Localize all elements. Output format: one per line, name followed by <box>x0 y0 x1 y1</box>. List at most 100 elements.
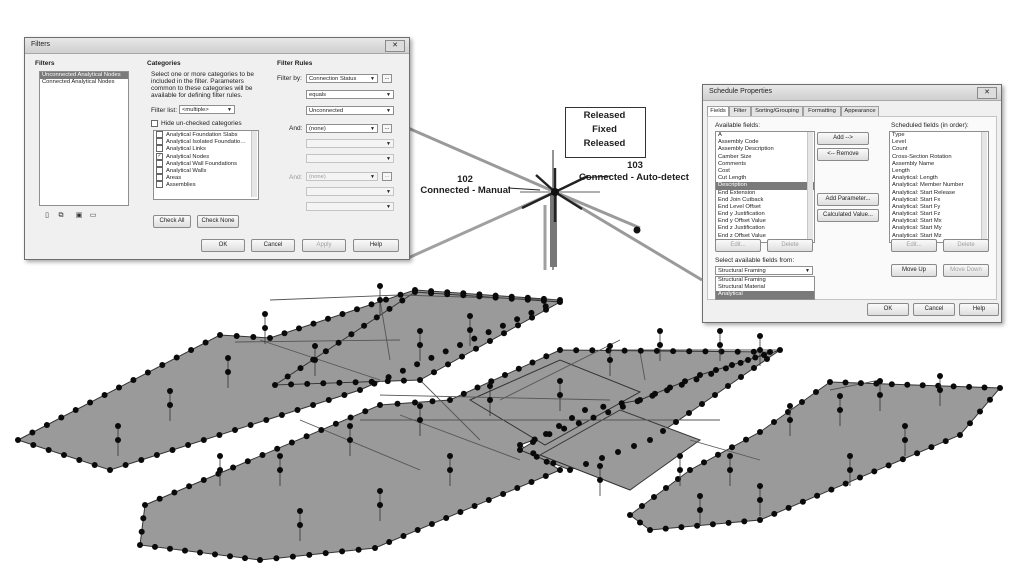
available-field-item[interactable]: End y Offset Value <box>718 218 766 225</box>
cancel-button[interactable]: Cancel <box>913 303 955 316</box>
category-checkbox[interactable] <box>156 181 163 189</box>
category-checkbox[interactable]: ✓ <box>156 152 163 160</box>
filter-by-more-button[interactable]: ... <box>382 74 392 83</box>
edit-scheduled-button[interactable]: Edit... <box>891 239 937 252</box>
available-field-item[interactable]: Description <box>716 182 814 190</box>
and-1-operator-dropdown[interactable]: ▼ <box>306 139 394 148</box>
select-from-dropdown[interactable]: Structural Framing▼ <box>715 266 813 275</box>
close-icon[interactable]: ✕ <box>977 87 997 99</box>
available-fields-scrollbar[interactable] <box>807 132 813 240</box>
scheduled-field-item[interactable]: Analytical: Member Number <box>892 182 964 189</box>
add-field-button[interactable]: Add --> <box>817 132 869 145</box>
delete-filter-icon[interactable]: ▭ <box>89 212 97 219</box>
and-2-value-dropdown[interactable]: ▼ <box>306 202 394 211</box>
and-2-more-button[interactable]: ... <box>382 172 392 181</box>
scheduled-field-item[interactable]: Analytical: Start Fy <box>892 203 941 210</box>
move-down-button[interactable]: Move Down <box>943 264 989 277</box>
category-checkbox[interactable] <box>156 131 163 138</box>
available-field-item[interactable]: A <box>718 132 722 138</box>
delete-field-button[interactable]: Delete <box>767 239 813 252</box>
category-checkbox[interactable] <box>156 166 163 174</box>
check-none-button[interactable]: Check None <box>197 215 239 228</box>
rule-value-dropdown[interactable]: Unconnected▼ <box>306 106 394 115</box>
remove-field-button[interactable]: <-- Remove <box>817 148 869 161</box>
available-field-item[interactable]: Assembly Code <box>718 139 759 146</box>
category-item[interactable]: Assemblies <box>154 181 258 188</box>
ok-button[interactable]: OK <box>201 239 245 252</box>
and-1-value-dropdown[interactable]: ▼ <box>306 154 394 163</box>
new-filter-icon[interactable]: ▯ <box>45 212 49 219</box>
cancel-button[interactable]: Cancel <box>251 239 295 252</box>
delete-scheduled-button[interactable]: Delete <box>943 239 989 252</box>
available-field-item[interactable]: Cut Length <box>718 175 747 182</box>
edit-field-button[interactable]: Edit... <box>715 239 761 252</box>
available-field-item[interactable]: Camber Size <box>718 153 752 160</box>
close-icon[interactable]: ✕ <box>385 40 405 52</box>
add-parameter-button[interactable]: Add Parameter... <box>817 193 879 206</box>
available-field-item[interactable]: Cost <box>718 167 730 174</box>
tab-appearance[interactable]: Appearance <box>841 106 879 116</box>
category-checkbox[interactable] <box>156 159 163 167</box>
ok-button[interactable]: OK <box>867 303 909 316</box>
scheduled-field-item[interactable]: Type <box>892 132 905 138</box>
rename-filter-icon[interactable]: ▣ <box>75 212 83 219</box>
category-item[interactable]: Analytical Walls <box>154 166 258 174</box>
category-checkbox[interactable] <box>156 145 163 153</box>
scheduled-field-item[interactable]: Analytical: Start Fx <box>892 196 941 203</box>
and-1-more-button[interactable]: ... <box>382 124 392 133</box>
and-1-dropdown[interactable]: (none)▼ <box>306 124 378 133</box>
scheduled-fields-scrollbar[interactable] <box>981 132 987 240</box>
scheduled-field-item[interactable]: Level <box>892 139 906 146</box>
scheduled-field-item[interactable]: Analytical: Length <box>892 175 938 182</box>
hide-unchecked-checkbox[interactable] <box>151 120 158 127</box>
filter-list-dropdown[interactable]: <multiple>▼ <box>179 105 235 114</box>
scheduled-field-item[interactable]: Analytical: Start Mx <box>892 218 942 225</box>
available-field-item[interactable]: End z Offset Value <box>718 232 766 239</box>
tab-formatting[interactable]: Formatting <box>803 106 841 116</box>
calculated-value-button[interactable]: Calculated Value... <box>817 209 879 222</box>
available-field-item[interactable]: End Level Offset <box>718 203 761 210</box>
filter-item-unconnected[interactable]: Unconnected Analytical Nodes <box>40 72 128 80</box>
help-button[interactable]: Help <box>353 239 399 252</box>
category-checkbox[interactable] <box>156 174 163 182</box>
apply-button[interactable]: Apply <box>302 239 346 252</box>
scheduled-field-item[interactable]: Cross-Section Rotation <box>892 153 952 160</box>
and-2-operator-dropdown[interactable]: ▼ <box>306 187 394 196</box>
categories-scrollbar[interactable] <box>251 131 257 197</box>
filter-by-dropdown[interactable]: Connection Status▼ <box>306 74 378 83</box>
category-item[interactable]: Analytical Foundation Slabs <box>154 131 258 138</box>
scheduled-field-item[interactable]: Analytical: Start Fz <box>892 211 941 218</box>
scheduled-field-item[interactable]: Analytical: Start My <box>892 225 942 232</box>
hide-unchecked-option[interactable]: Hide un-checked categories <box>151 120 242 127</box>
available-field-item[interactable]: End Join Cutback <box>718 196 764 203</box>
category-item[interactable]: Analytical Isolated Foundatio… <box>154 138 258 145</box>
category-item[interactable]: Areas <box>154 174 258 181</box>
scheduled-field-item[interactable]: Assembly Name <box>892 160 935 167</box>
select-from-option[interactable]: Analytical <box>716 291 814 299</box>
check-all-button[interactable]: Check All <box>153 215 191 228</box>
and-2-dropdown[interactable]: (none)▼ <box>306 172 378 181</box>
scheduled-field-item[interactable]: Count <box>892 146 908 153</box>
available-field-item[interactable]: End y Justification <box>718 211 765 218</box>
scheduled-field-item[interactable]: Analytical: Start Release <box>892 189 956 196</box>
available-field-item[interactable]: Comments <box>718 160 747 167</box>
operator-dropdown[interactable]: equals▼ <box>306 90 394 99</box>
category-item[interactable]: Analytical Wall Foundations <box>154 159 258 167</box>
category-item[interactable]: ✓Analytical Nodes <box>154 152 258 160</box>
available-field-item[interactable]: Assembly Description <box>718 146 774 153</box>
scheduled-field-item[interactable]: Length <box>892 167 910 174</box>
select-from-option[interactable]: Structural Material <box>718 284 766 291</box>
category-item[interactable]: Analytical Links <box>154 145 258 152</box>
duplicate-filter-icon[interactable]: ⧉ <box>58 212 64 219</box>
category-checkbox[interactable] <box>156 138 163 146</box>
filter-item-connected[interactable]: Connected Analytical Nodes <box>42 79 115 86</box>
available-field-item[interactable]: End z Justification <box>718 225 765 232</box>
tab-sorting-grouping[interactable]: Sorting/Grouping <box>751 106 803 116</box>
tab-fields[interactable]: Fields <box>707 106 729 117</box>
move-up-button[interactable]: Move Up <box>891 264 937 277</box>
tab-filter[interactable]: Filter <box>729 106 751 116</box>
scheduled-field-item[interactable]: Analytical: Start Mz <box>892 232 942 239</box>
available-field-item[interactable]: End Extension <box>718 189 756 196</box>
select-from-option[interactable]: Structural Framing <box>718 277 766 283</box>
